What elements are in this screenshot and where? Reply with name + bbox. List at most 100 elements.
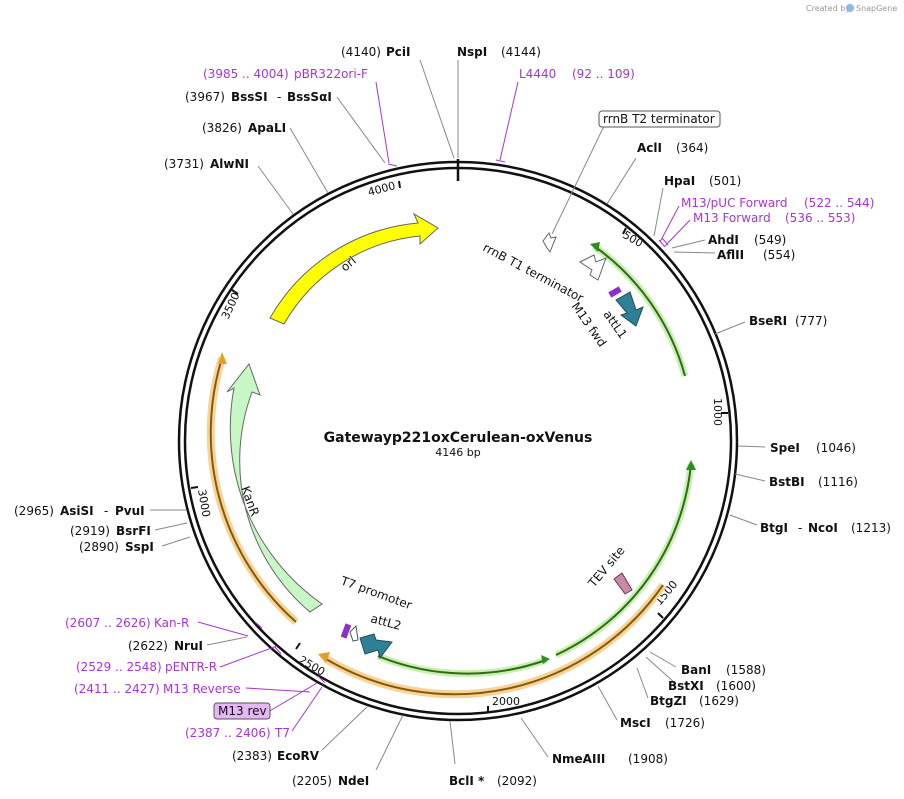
primer-range-t7: (2387 .. 2406) [185, 726, 271, 740]
ori-arrow [269, 212, 439, 325]
site-name-nmeaiii: NmeAIII [552, 752, 605, 766]
site-pos-bani: (1588) [726, 663, 766, 677]
site-pos-btgi: (1213) [851, 521, 891, 535]
site-pos-btgzi: (1629) [699, 694, 739, 708]
site-name-acli: AclI [637, 141, 662, 155]
primer-range-pbr322ori-f: (3985 .. 4004) [203, 67, 289, 81]
t7-promoter-marker [340, 623, 352, 639]
primer-leader-lines [197, 81, 691, 732]
primer-range-m13-reverse: (2411 .. 2427) [74, 682, 160, 696]
site-pos-nmeaiii: (1908) [628, 752, 668, 766]
primer-range-m13-puc-forward: (522 .. 544) [804, 196, 874, 210]
kanr-label: KanR [238, 484, 262, 518]
site-name-aflii: AflII [717, 248, 744, 262]
tick-label-3500: 3500 [219, 290, 243, 321]
site-pos-msci: (1726) [665, 716, 705, 730]
site-name-ahdi: AhdI [708, 233, 739, 247]
credit-prefix: Created by [806, 4, 850, 13]
primer-name-t7: T7 [274, 726, 290, 740]
snapgene-credit: Created by SnapGene [806, 4, 897, 13]
boxed-labels: rrnB T2 terminator M13 rev [213, 110, 721, 720]
site-name-ncoi: NcoI [808, 521, 838, 535]
attl2-label: attL2 [369, 611, 403, 633]
green-arc-right [555, 463, 692, 656]
t7-promoter-outline [349, 624, 359, 642]
rrnb-t1-arrow [579, 254, 607, 281]
site-sep-asisi: - [104, 504, 108, 518]
primer-range-kan-r: (2607 .. 2626) [65, 616, 151, 630]
rrnb-t2-arrow [542, 231, 557, 254]
primer-range-pentr-r: (2529 .. 2548) [76, 660, 162, 674]
site-pos-acli: (364) [676, 141, 708, 155]
site-pos-ecorv: (2383) [232, 749, 272, 763]
m13-fwd-marker [608, 286, 622, 298]
site-name-bsssi: BssSI [231, 90, 268, 104]
site-name-apali: ApaLI [248, 121, 286, 135]
site-leader-lines [150, 59, 766, 771]
site-name-ecorv: EcoRV [277, 749, 320, 763]
tev-site-arrow [613, 572, 633, 595]
primer-range-m13-forward: (536 .. 553) [785, 211, 855, 225]
rrnb-t2-label-box [598, 110, 721, 128]
kanr-arrow [226, 362, 323, 613]
green-arc-bottom [377, 655, 547, 675]
site-name-pvui: PvuI [115, 504, 145, 518]
site-name-bani: BanI [681, 663, 711, 677]
site-name-spei: SpeI [770, 441, 800, 455]
rrnb-t1-label: rrnB T1 terminator [481, 240, 586, 305]
site-name-ndei: NdeI [338, 774, 369, 788]
site-name-bsrfi: BsrFI [116, 524, 151, 538]
site-name-bstbi: BstBI [769, 475, 805, 489]
tick-label-1000: 1000 [711, 398, 724, 426]
restriction-sites: (4140) PciI NspI (4144) AclI (364) HpaI … [14, 45, 891, 788]
site-name-btgi: BtgI [760, 521, 788, 535]
site-pos-bseri: (777) [795, 314, 827, 328]
site-pos-nspi: (4144) [501, 45, 541, 59]
green-arc-top [593, 245, 686, 377]
green-arc-right-arrowhead [686, 460, 696, 470]
site-pos-bstxi: (1600) [716, 679, 756, 693]
tick-label-3000: 3000 [195, 488, 213, 518]
orange-arc-left-arrowhead [218, 352, 227, 364]
credit-brand: SnapGene [856, 4, 897, 13]
site-pos-asisi: (2965) [14, 504, 54, 518]
t7-promoter-label: T7 promoter [338, 573, 414, 612]
feature-arcs [206, 212, 696, 699]
green-arc-bottom-arrowhead [541, 655, 550, 664]
site-name-bcli: BclI * [449, 774, 485, 788]
feature-leader-lines [551, 125, 605, 235]
primer-name-pentr-r: pENTR-R [165, 660, 217, 674]
primer-name-m13-reverse: M13 Reverse [163, 682, 241, 696]
plasmid-length: 4146 bp [435, 446, 480, 459]
site-name-nspi: NspI [457, 45, 487, 59]
attl2-arrow [359, 633, 393, 660]
site-name-bstxi: BstXI [668, 679, 704, 693]
primer-range-l4440: (92 .. 109) [572, 67, 635, 81]
site-pos-spei: (1046) [816, 441, 856, 455]
site-name-nrui: NruI [174, 639, 203, 653]
m13-fwd-label: M13 fwd [569, 300, 610, 350]
site-sep-btgi: - [798, 521, 802, 535]
site-pos-aflii: (554) [763, 248, 795, 262]
site-pos-hpai: (501) [709, 174, 741, 188]
site-name-sspi: SspI [125, 540, 154, 554]
orange-arc-arrowhead [318, 652, 330, 663]
site-name-msci: MscI [620, 716, 651, 730]
site-name-asisi: AsiSI [60, 504, 94, 518]
primer-name-kan-r: Kan-R [154, 616, 189, 630]
primer-name-l4440: L4440 [519, 67, 556, 81]
site-pos-ndei: (2205) [292, 774, 332, 788]
snapgene-logo-icon [846, 4, 854, 12]
primers: (3985 .. 4004) pBR322ori-F L4440 (92 .. … [65, 67, 874, 740]
site-name-alwni: AlwNI [210, 157, 249, 171]
m13-rev-label: M13 rev [218, 704, 267, 718]
primer-name-pbr322ori-f: pBR322ori-F [294, 67, 368, 81]
site-pos-sspi: (2890) [79, 540, 119, 554]
plasmid-name: Gatewayp221oxCerulean-oxVenus [324, 430, 593, 446]
site-pos-bsssi: (3967) [185, 90, 225, 104]
orange-arc-left [209, 357, 297, 623]
site-name-bseri: BseRI [749, 314, 787, 328]
rrnb-t2-label: rrnB T2 terminator [603, 112, 715, 126]
site-pos-bcli: (2092) [497, 774, 537, 788]
